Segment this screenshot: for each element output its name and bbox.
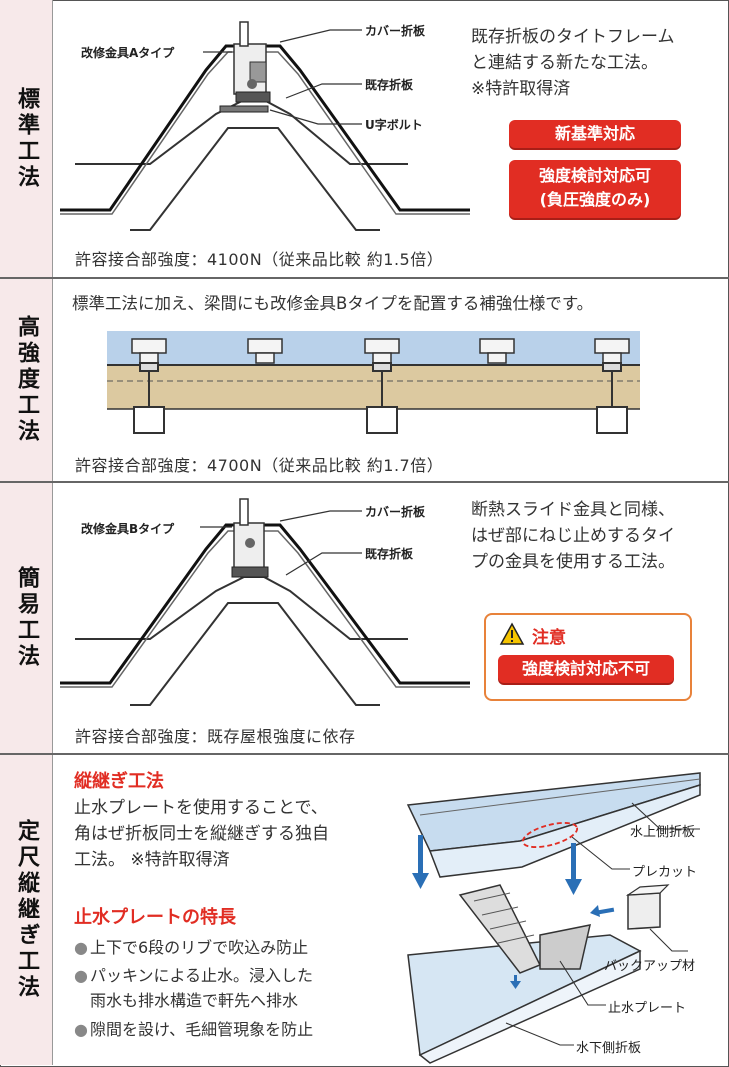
feature-item-2: ●パッキンによる止水。浸入した [74,966,314,985]
callout-water-stop-plate: 止水プレート [608,1001,687,1016]
divider-1 [0,277,729,279]
divider-2 [0,481,729,483]
badge-review-line-1: 強度検討対応可 [538,166,651,185]
standard-desc-1: 既存折板のタイトフレーム [471,27,675,47]
standard-desc-2: と連結する新たな工法。 [471,53,658,73]
divider-3 [0,753,729,755]
section-simple: 簡易工法 改修金具Bタイプ カバー折板 既存折板 断熱スライド金具と同様、 はぜ… [0,483,729,753]
simple-desc-1: 断熱スライド金具と同様、 [471,500,675,520]
features-title: 止水プレートの特長 [74,907,236,928]
standard-strength: 許容接合部強度：4100N（従来品比較 約1.5倍） [75,250,444,269]
high-strength-value: 許容接合部強度：4700N（従来品比較 約1.7倍） [75,456,444,475]
caution-box: 注意 強度検討対応不可 [484,613,692,701]
high-desc: 標準工法に加え、梁間にも改修金具Bタイプを配置する補強仕様です。 [72,294,594,313]
badge-new-standard: 新基準対応 [509,120,681,148]
feature-item-1: ●上下で6段のリブで吹込み防止 [74,938,309,957]
badge-review-line-2: (負圧強度のみ) [539,190,651,209]
joint-desc-1: 止水プレートを使用することで、 [74,798,328,818]
warning-icon [499,622,525,645]
high-strength-diagram [107,331,640,434]
simple-desc-2: はぜ部にねじ止めするタイ [471,526,675,546]
callout-upper-panel: 水上側折板 [630,825,696,840]
callout-precut: プレカット [632,865,698,880]
callout-bracket-a: 改修金具Aタイプ [81,46,175,60]
feature-item-2-cont: 雨水も排水構造で軒先へ排水 [90,991,299,1010]
side-label-standard: 標準工法 [0,0,53,278]
section-joint: 定尺縦継ぎ工法 縦継ぎ工法 止水プレートを使用することで、 角はぜ折板同士を縦継… [0,755,729,1065]
standard-desc-3: ※特許取得済 [471,79,571,99]
callout-u-bolt: U字ボルト [365,118,423,132]
callout-bracket-b: 改修金具Bタイプ [81,522,175,536]
joint-desc-2: 角はぜ折板同士を縦継ぎする独自 [74,824,329,844]
callout-cover-panel-2: カバー折板 [365,505,426,519]
side-label-joint: 定尺縦継ぎ工法 [0,755,53,1065]
caution-title: 注意 [532,628,566,648]
section-standard: 標準工法 改修金具Aタイプ カバー折板 既存折板 U字ボルト 既存折板のタイトフ… [0,0,729,278]
feature-item-3: ●隙間を設け、毛細管現象を防止 [74,1020,314,1039]
badge-no-review: 強度検討対応不可 [498,655,674,683]
callout-lower-panel: 水下側折板 [576,1041,642,1056]
joint-desc-3: 工法。 ※特許取得済 [74,850,230,870]
callout-existing-panel-2: 既存折板 [365,547,414,561]
callout-cover-panel: カバー折板 [365,24,426,38]
simple-strength: 許容接合部強度：既存屋根強度に依存 [75,727,356,746]
section-high-strength: 高強度工法 標準工法に加え、梁間にも改修金具Bタイプを配置する補強仕様です。 [0,279,729,481]
side-label-simple: 簡易工法 [0,483,53,753]
simple-roof-diagram [60,498,470,706]
joint-diagram [406,772,701,1064]
standard-roof-diagram [60,21,470,231]
callout-backup: バックアップ材 [604,959,696,974]
joint-title: 縦継ぎ工法 [74,771,164,792]
simple-desc-3: プの金具を使用する工法。 [471,552,675,572]
side-label-high: 高強度工法 [0,279,53,481]
callout-existing-panel: 既存折板 [365,78,414,92]
badge-strength-review: 強度検討対応可 (負圧強度のみ) [509,160,681,218]
